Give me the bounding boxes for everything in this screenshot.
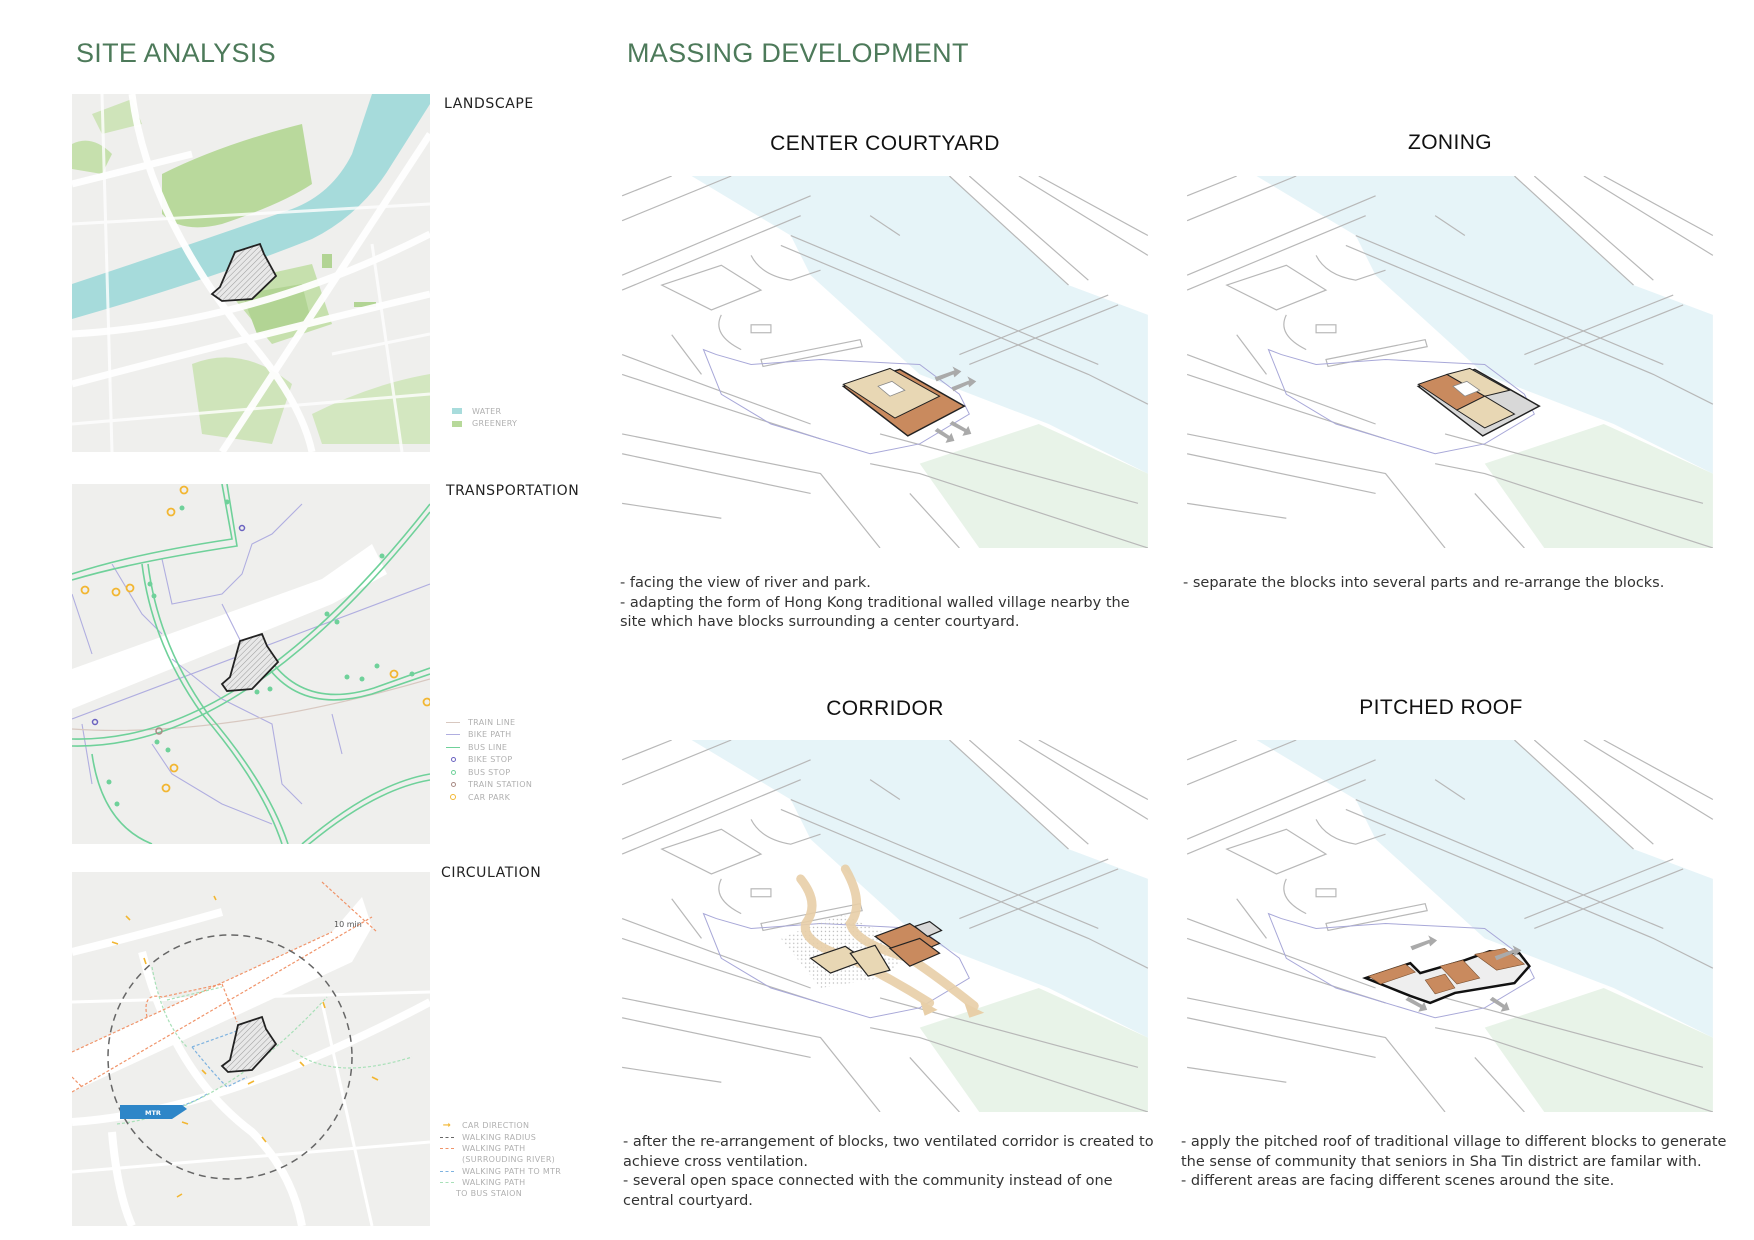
- legend-item-bike-stop: BIKE STOP: [446, 754, 532, 767]
- legend-item-walking-radius: WALKING RADIUS: [440, 1132, 561, 1145]
- transportation-legend: TRAIN LINE BIKE PATH BUS LINE BIKE STOP …: [446, 716, 532, 804]
- transportation-label: TRANSPORTATION: [446, 483, 580, 499]
- bike-path-icon: [446, 734, 460, 736]
- walking-radius-icon: [440, 1137, 454, 1139]
- walking-path-bus-icon: [440, 1182, 454, 1183]
- zoning-blocks: [1416, 367, 1541, 437]
- legend-item-walking-path-bus: WALKING PATH: [440, 1178, 561, 1187]
- description-pitched-roof: - apply the pitched roof of traditional …: [1181, 1134, 1727, 1189]
- legend-item-walking-path-bus-cont: TO BUS STAION: [456, 1188, 523, 1198]
- massing-diagram-center-courtyard: [620, 176, 1150, 548]
- circulation-label: CIRCULATION: [441, 865, 542, 881]
- walking-path-mtr-icon: [440, 1171, 454, 1173]
- transportation-map: [72, 484, 430, 844]
- legend-item-walking-path-mtr: WALKING PATH TO MTR: [440, 1166, 561, 1179]
- landscape-map-graphic: [72, 94, 430, 452]
- panel-title-center-courtyard: CENTER COURTYARD: [770, 132, 1000, 155]
- legend-item-greenery: GREENERY: [450, 418, 517, 431]
- walking-path-river-icon: [440, 1148, 454, 1149]
- description-center-courtyard: - facing the view of river and park. - a…: [620, 575, 1130, 630]
- panel-title-corridor: CORRIDOR: [826, 697, 944, 720]
- bus-stop-icon: [446, 769, 460, 775]
- train-line-icon: [446, 721, 460, 723]
- massing-development-heading: MASSING DEVELOPMENT: [627, 38, 969, 68]
- corridor-blocks: [809, 920, 943, 977]
- landscape-map: [72, 94, 430, 452]
- description-corridor: - after the re-arrangement of blocks, tw…: [623, 1134, 1154, 1209]
- legend-item-walking-path-river-cont: (SURROUDING RIVER): [462, 1154, 556, 1164]
- circulation-map-graphic: 10 min MTR: [72, 872, 430, 1226]
- legend-item-walking-path-river: WALKING PATH: [440, 1144, 561, 1153]
- transportation-map-graphic: [72, 484, 430, 844]
- panel-title-pitched-roof: PITCHED ROOF: [1359, 696, 1523, 719]
- mtr-label: MTR: [145, 1109, 161, 1117]
- legend-item-car-park: CAR PARK: [446, 791, 532, 804]
- massing-diagram-corridor: [620, 740, 1150, 1112]
- corridor-arrows: [796, 864, 979, 1011]
- circulation-legend: ➞ CAR DIRECTION WALKING RADIUS WALKING P…: [440, 1119, 561, 1200]
- bus-line-icon: [446, 746, 460, 748]
- water-swatch-icon: [450, 408, 464, 415]
- corridor-arrowheads: [919, 999, 985, 1018]
- legend-item-bus-line: BUS LINE: [446, 741, 532, 754]
- legend-item-train-line: TRAIN LINE: [446, 716, 532, 729]
- landscape-legend: WATER GREENERY: [450, 405, 517, 430]
- massing-diagram-zoning: [1185, 176, 1715, 548]
- legend-item-train-station: TRAIN STATION: [446, 779, 532, 792]
- bike-stop-icon: [446, 757, 460, 763]
- car-direction-icon: ➞: [442, 1119, 452, 1131]
- legend-item-bus-stop: BUS STOP: [446, 766, 532, 779]
- pitched-roof-blocks: [1362, 948, 1531, 1005]
- legend-item-water: WATER: [450, 405, 517, 418]
- landscape-label: LANDSCAPE: [444, 96, 534, 112]
- view-arrows: [1405, 935, 1522, 1012]
- radius-label: 10 min: [334, 920, 362, 929]
- greenery-swatch-icon: [450, 420, 464, 427]
- circulation-map: 10 min MTR: [72, 872, 430, 1226]
- car-park-icon: [446, 794, 460, 801]
- train-station-icon: [446, 782, 460, 788]
- description-zoning: - separate the blocks into several parts…: [1183, 575, 1665, 591]
- courtyard-block: [841, 367, 966, 437]
- site-analysis-heading: SITE ANALYSIS: [76, 38, 276, 68]
- legend-item-car-direction: ➞ CAR DIRECTION: [440, 1119, 561, 1132]
- panel-title-zoning: ZONING: [1407, 131, 1493, 154]
- legend-item-bike-path: BIKE PATH: [446, 729, 532, 742]
- massing-diagram-pitched-roof: [1185, 740, 1715, 1112]
- ventilation-arrows: [934, 366, 977, 443]
